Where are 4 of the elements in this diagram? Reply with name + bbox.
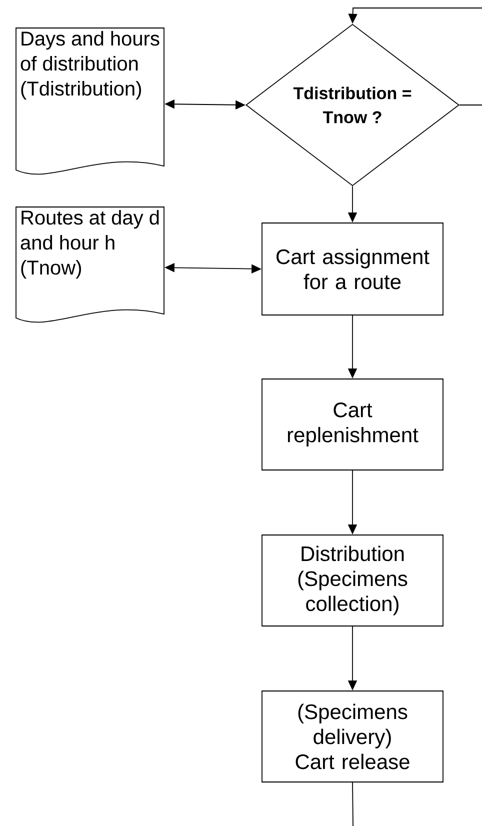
- process-box: Cart replenishment: [262, 378, 444, 470]
- process-box: (Specimens delivery) Cart release: [262, 690, 444, 782]
- process-box: Distribution (Specimens collection): [262, 534, 444, 626]
- process-box: Cart assignment for a route: [262, 222, 444, 316]
